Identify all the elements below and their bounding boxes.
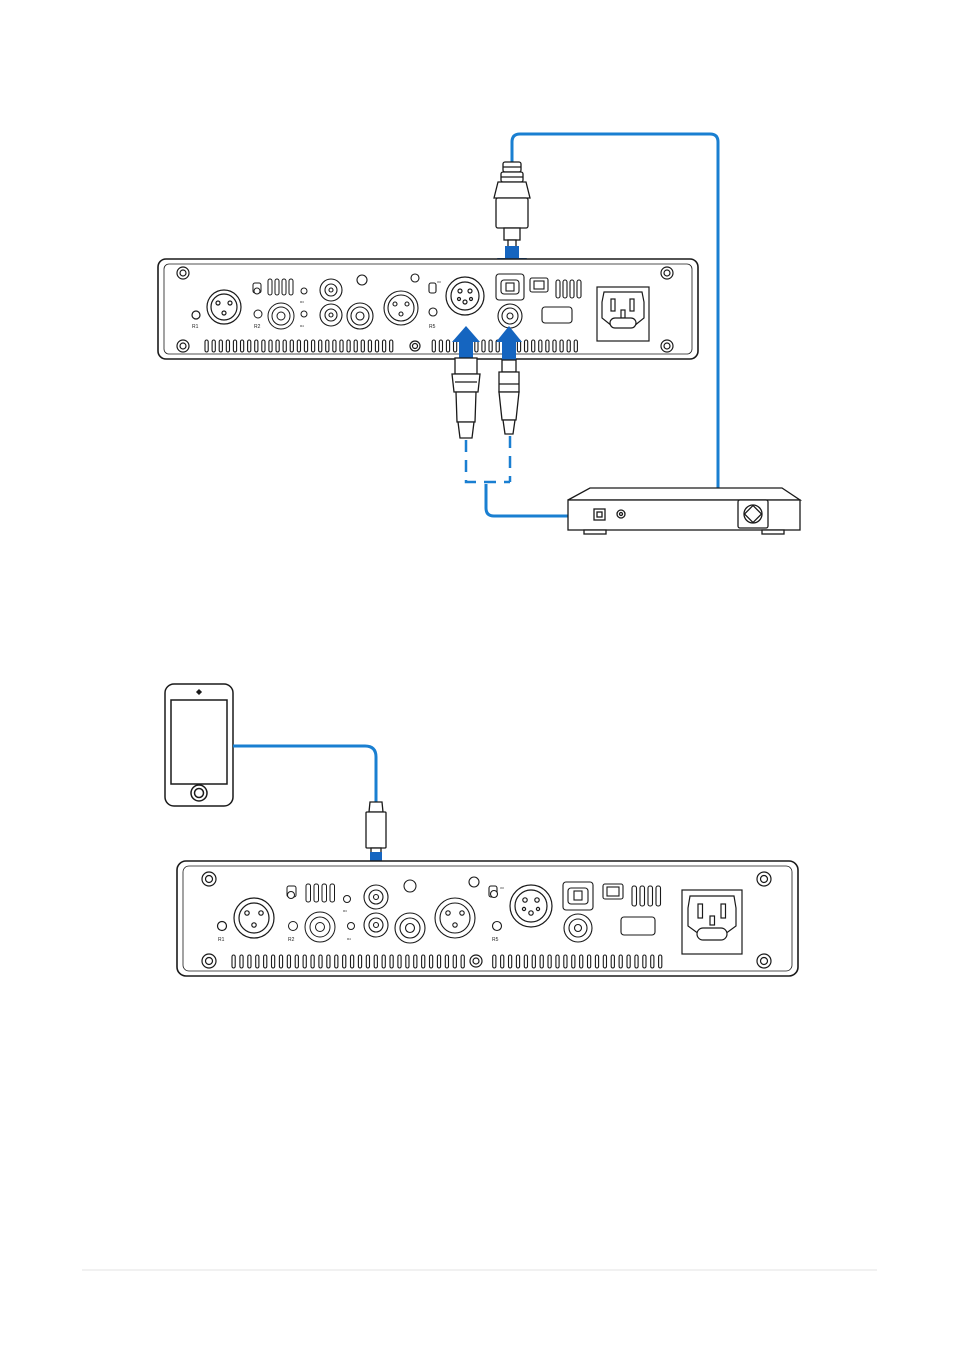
diagram-bottom: R1 R2 R3 R4 [165,684,798,976]
panel-label-r4: R4 [300,324,304,328]
panel-label-r2: R2 [288,937,295,943]
source-device [568,488,800,534]
smartphone [165,684,233,806]
panel-label-r4: R4 [347,937,351,941]
svg-text:I/O: I/O [500,886,505,890]
panel-label-r1: R1 [218,937,225,943]
panel-label-r3: R3 [300,300,304,304]
xlr-plug [452,358,480,438]
panel-label-r1: R1 [192,324,199,330]
rca-plug [499,360,519,434]
device-rear-panel-bottom: R1 R2 R3 R4 [177,861,798,976]
panel-label-r2: R2 [254,324,261,330]
headphone-cable [233,746,376,806]
optional-cables [466,436,510,482]
mini-jack-plug [366,802,386,854]
device-rear-panel-top: R1 R2 R3 R4 [158,259,698,359]
coax-cable [486,484,570,516]
panel-label-r3: R3 [343,909,347,913]
panel-label-r5: R5 [492,937,499,943]
diagram-top: R1 R2 R3 R4 [158,134,800,534]
panel-label-r5: R5 [429,324,436,330]
svg-text:I/O: I/O [437,280,442,284]
usb-plug [494,162,530,250]
